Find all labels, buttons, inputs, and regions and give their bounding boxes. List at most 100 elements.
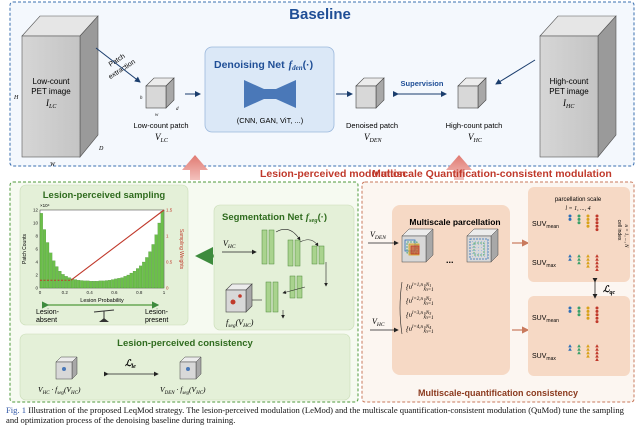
suv-marker [568,347,572,351]
suv-marker [577,217,581,221]
skip-arrow-1 [275,229,301,241]
consistency-right-cube [179,356,202,380]
x-tick-label: 1 [163,290,166,295]
suv-box-hc [528,296,630,376]
suv-marker [586,214,590,218]
y-left-tick-label: 12 [33,208,39,213]
histogram-bar [160,211,164,289]
qumod-up-arrow [446,155,472,180]
chart-bars [39,211,164,289]
lemod-up-arrow [182,155,208,180]
histogram-bar [148,251,152,289]
suv-marker [595,357,599,361]
suv-marker [586,257,590,261]
le-loss-label: ℒle [125,358,136,370]
histogram-bar [52,260,56,289]
highcount-pet-image: High-count PET image IHC [539,15,617,158]
x-tick-label: 0 [39,290,42,295]
suv-marker [595,344,599,348]
input-hc-label: VHC [372,317,385,328]
histogram-bar [67,277,71,289]
suv-marker [568,309,572,313]
histogram-bar [98,280,102,289]
small-d-label: d [176,107,179,112]
small-w-label: w [155,113,159,118]
suv-marker [595,228,599,232]
y-right-tick-label: 0 [166,286,169,291]
suv-marker [595,309,599,313]
seg-output-label: fseg(VHC) [226,318,254,329]
chart-ylabel-left: Patch Counts [22,233,28,264]
suv-marker [568,254,572,258]
present-line2: present [145,317,168,324]
histogram-bar [151,244,155,289]
absent-line1: Lesion- [36,309,60,316]
y-left-tick-label: 6 [35,247,38,252]
suv-marker [586,254,590,258]
figure-caption: Fig. 1 Illustration of the proposed LeqM… [6,405,638,427]
x-tick-label: 0.8 [136,290,143,295]
chart-xlabel: Lesion Probability [80,298,124,304]
suv-marker [595,313,599,317]
dim-d-label: D [98,146,104,152]
y-left-tick-label: 0 [35,286,38,291]
highcount-image-line1: High-count [550,77,589,86]
suv-marker [595,224,599,228]
highcount-image-symbol: IHC [562,98,575,110]
histogram-bar [80,280,84,289]
skip-arrow-2 [299,239,319,247]
suv-marker [595,347,599,351]
figure-number: Fig. 1 [6,405,27,415]
suv-marker [595,254,599,258]
denoising-models: (CNN, GAN, ViT, ...) [237,116,304,125]
qumod-footer: Multiscale-quantification consistency [418,388,578,398]
suv-marker [586,224,590,228]
suv-marker [577,347,581,351]
lowcount-image-line2: PET image [31,87,71,96]
suv-marker [586,217,590,221]
y-right-tick-label: 0.5 [166,260,173,265]
suv-max-den: SUVmax [532,260,556,269]
decoder-shape [276,80,296,108]
lowcount-patch-symbol: VLC [155,132,169,144]
suv-marker [586,221,590,225]
lemod-title: Lesion-perceived modulation [260,168,406,180]
highcount-patch-label: High-count patch [446,121,503,130]
suv-marker [577,214,581,218]
suv-marker [586,306,590,310]
lowcount-image-symbol: ILC [45,98,57,110]
y-right-tick-label: 1.5 [166,208,173,213]
histogram-bar [129,272,133,289]
consistency-left-label: VHC · fseg(VHC) [38,385,81,396]
seg-input-label: VHC [223,239,236,250]
histogram-bar [42,229,46,289]
suv-marker [586,264,590,268]
parcellation-cube-2 [466,228,499,263]
suv-marker [586,261,590,265]
cell-set-bracket [399,281,403,335]
histogram-bar [95,281,99,289]
suv-marker [586,351,590,355]
x-tick-label: 0.2 [62,290,69,295]
histogram-bar [111,279,115,289]
suv-marker [586,347,590,351]
suv-marker [586,344,590,348]
weight-line-rise [70,209,165,281]
histogram-bar [142,261,146,289]
histogram-bar [108,280,112,289]
suv-marker [595,264,599,268]
denoised-patch-symbol: VDEN [364,132,382,144]
suv-marker [577,221,581,225]
suv-max-hc: SUVmax [532,353,556,362]
baseline-panel: Baseline Low-count PET image ILC H W D P… [9,1,635,168]
suv-marker [595,320,599,324]
histogram-bar [104,280,108,289]
suv-marker [568,217,572,221]
histogram-bar [123,276,127,289]
denoised-patch-cube [355,77,385,109]
y-right-tick-label: 1 [166,234,169,239]
encoder-shape [244,80,264,108]
